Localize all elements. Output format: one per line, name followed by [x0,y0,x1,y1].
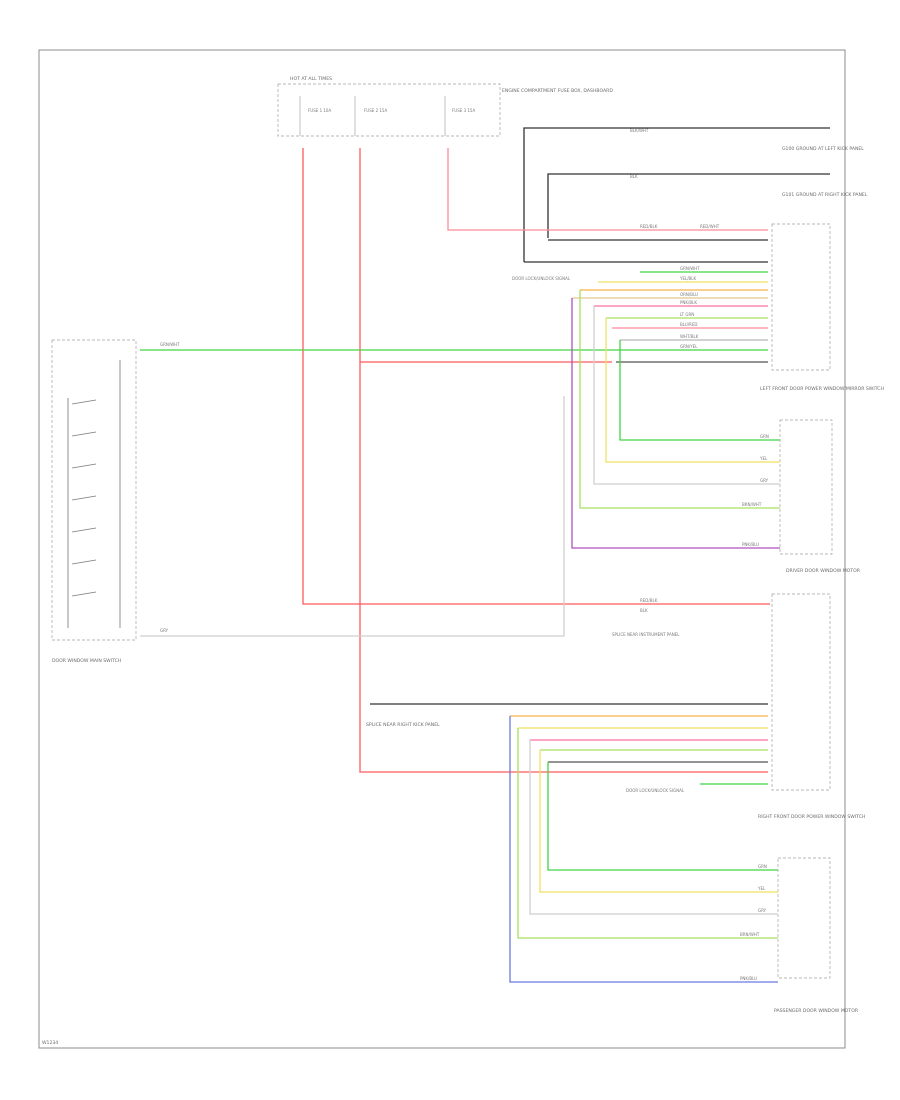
wire-r9: WHT/BLK [680,334,699,339]
fuse-box-label: ENGINE COMPARTMENT FUSE BOX, DASHBOARD [502,88,613,94]
passenger-motor: PASSENGER DOOR WINDOW MOTOR GRN YEL GRY … [509,716,859,1014]
diagram-frame [38,49,846,1049]
svg-text:BLK/WHT: BLK/WHT [630,128,649,133]
splice-low-label: SPLICE NEAR RIGHT KICK PANEL [366,722,440,728]
svg-text:RED/BLK: RED/BLK [640,598,658,603]
wire-r1: RED/BLK [640,224,658,229]
lf-module: LEFT FRONT DOOR POWER WINDOW/MIRROR SWIT… [760,223,884,392]
driver-motor: DRIVER DOOR WINDOW MOTOR GRN YEL GRY BRN… [571,290,861,574]
wire-r2: RED/WHT [700,224,720,229]
motor1-w5: PNK/BLU [742,542,759,547]
fuse-box: HOT AT ALL TIMES ENGINE COMPARTMENT FUSE… [277,76,613,137]
motor2-w2: YEL [757,886,766,891]
svg-text:BLK: BLK [630,174,638,179]
svg-text:GRN/WHT: GRN/WHT [160,342,180,347]
motor1-w2: YEL [759,456,768,461]
motor1-w4: BRN/WHT [742,502,762,507]
motor1-w3: GRY [760,478,769,483]
wire-r8: BLU/RED [680,322,697,327]
motor2-w4: BRN/WHT [740,932,760,937]
ground-top1-label: G100 GROUND AT LEFT KICK PANEL [782,146,864,152]
motor1-w1: GRN [760,434,769,439]
splice-mid-label: SPLICE NEAR INSTRUMENT PANEL [612,632,680,637]
footer-code: W1234 [42,1040,58,1046]
driver-motor-label: DRIVER DOOR WINDOW MOTOR [786,568,861,574]
ground-top2-label: G101 GROUND AT RIGHT KICK PANEL [782,192,868,198]
fuse-b-label: FUSE 2 15A [364,108,387,113]
wire-r5: ORN/BLU [680,292,698,297]
lf-module-label: LEFT FRONT DOOR POWER WINDOW/MIRROR SWIT… [760,386,884,392]
wire-r7: LT GRN [680,312,694,317]
motor2-w3: GRY [758,908,767,913]
wire-r6: PNK/BLK [680,300,697,305]
fuse-a-label: FUSE 1 10A [308,108,331,113]
door-lock-link2: DOOR LOCK/UNLOCK SIGNAL [626,788,685,793]
lf-wires: RED/BLK RED/WHT GRN/WHT YEL/BLK ORN/BLU … [447,148,768,363]
svg-text:GRY: GRY [160,628,169,633]
gray-return-wire [140,396,565,637]
svg-text:BLK: BLK [640,608,648,613]
rf-module-label: RIGHT FRONT DOOR POWER WINDOW SWITCH [758,814,865,820]
motor2-w5: PNK/BLU [740,976,757,981]
motor2-w1: GRN [758,864,767,869]
fuse-box-top-label: HOT AT ALL TIMES [290,76,332,82]
wire-r4: YEL/BLK [679,276,697,281]
door-lock-link1: DOOR LOCK/UNLOCK SIGNAL [512,276,571,281]
wire-r10: GRN/YEL [680,344,698,349]
ground-runs: G100 GROUND AT LEFT KICK PANEL G101 GROU… [523,127,868,262]
rf-wires: SPLICE NEAR RIGHT KICK PANEL DOOR LOCK/U… [366,703,865,820]
wire-r3: GRN/WHT [680,266,700,271]
pass-motor-label: PASSENGER DOOR WINDOW MOTOR [774,1008,859,1014]
main-red-feeds: RED/BLK BLK [302,148,770,773]
rf-module-box [771,593,831,791]
main-switch-label: DOOR WINDOW MAIN SWITCH [52,658,121,664]
fuse-c-label: FUSE 3 15A [452,108,475,113]
main-switch: DOOR WINDOW MAIN SWITCH [51,339,137,664]
